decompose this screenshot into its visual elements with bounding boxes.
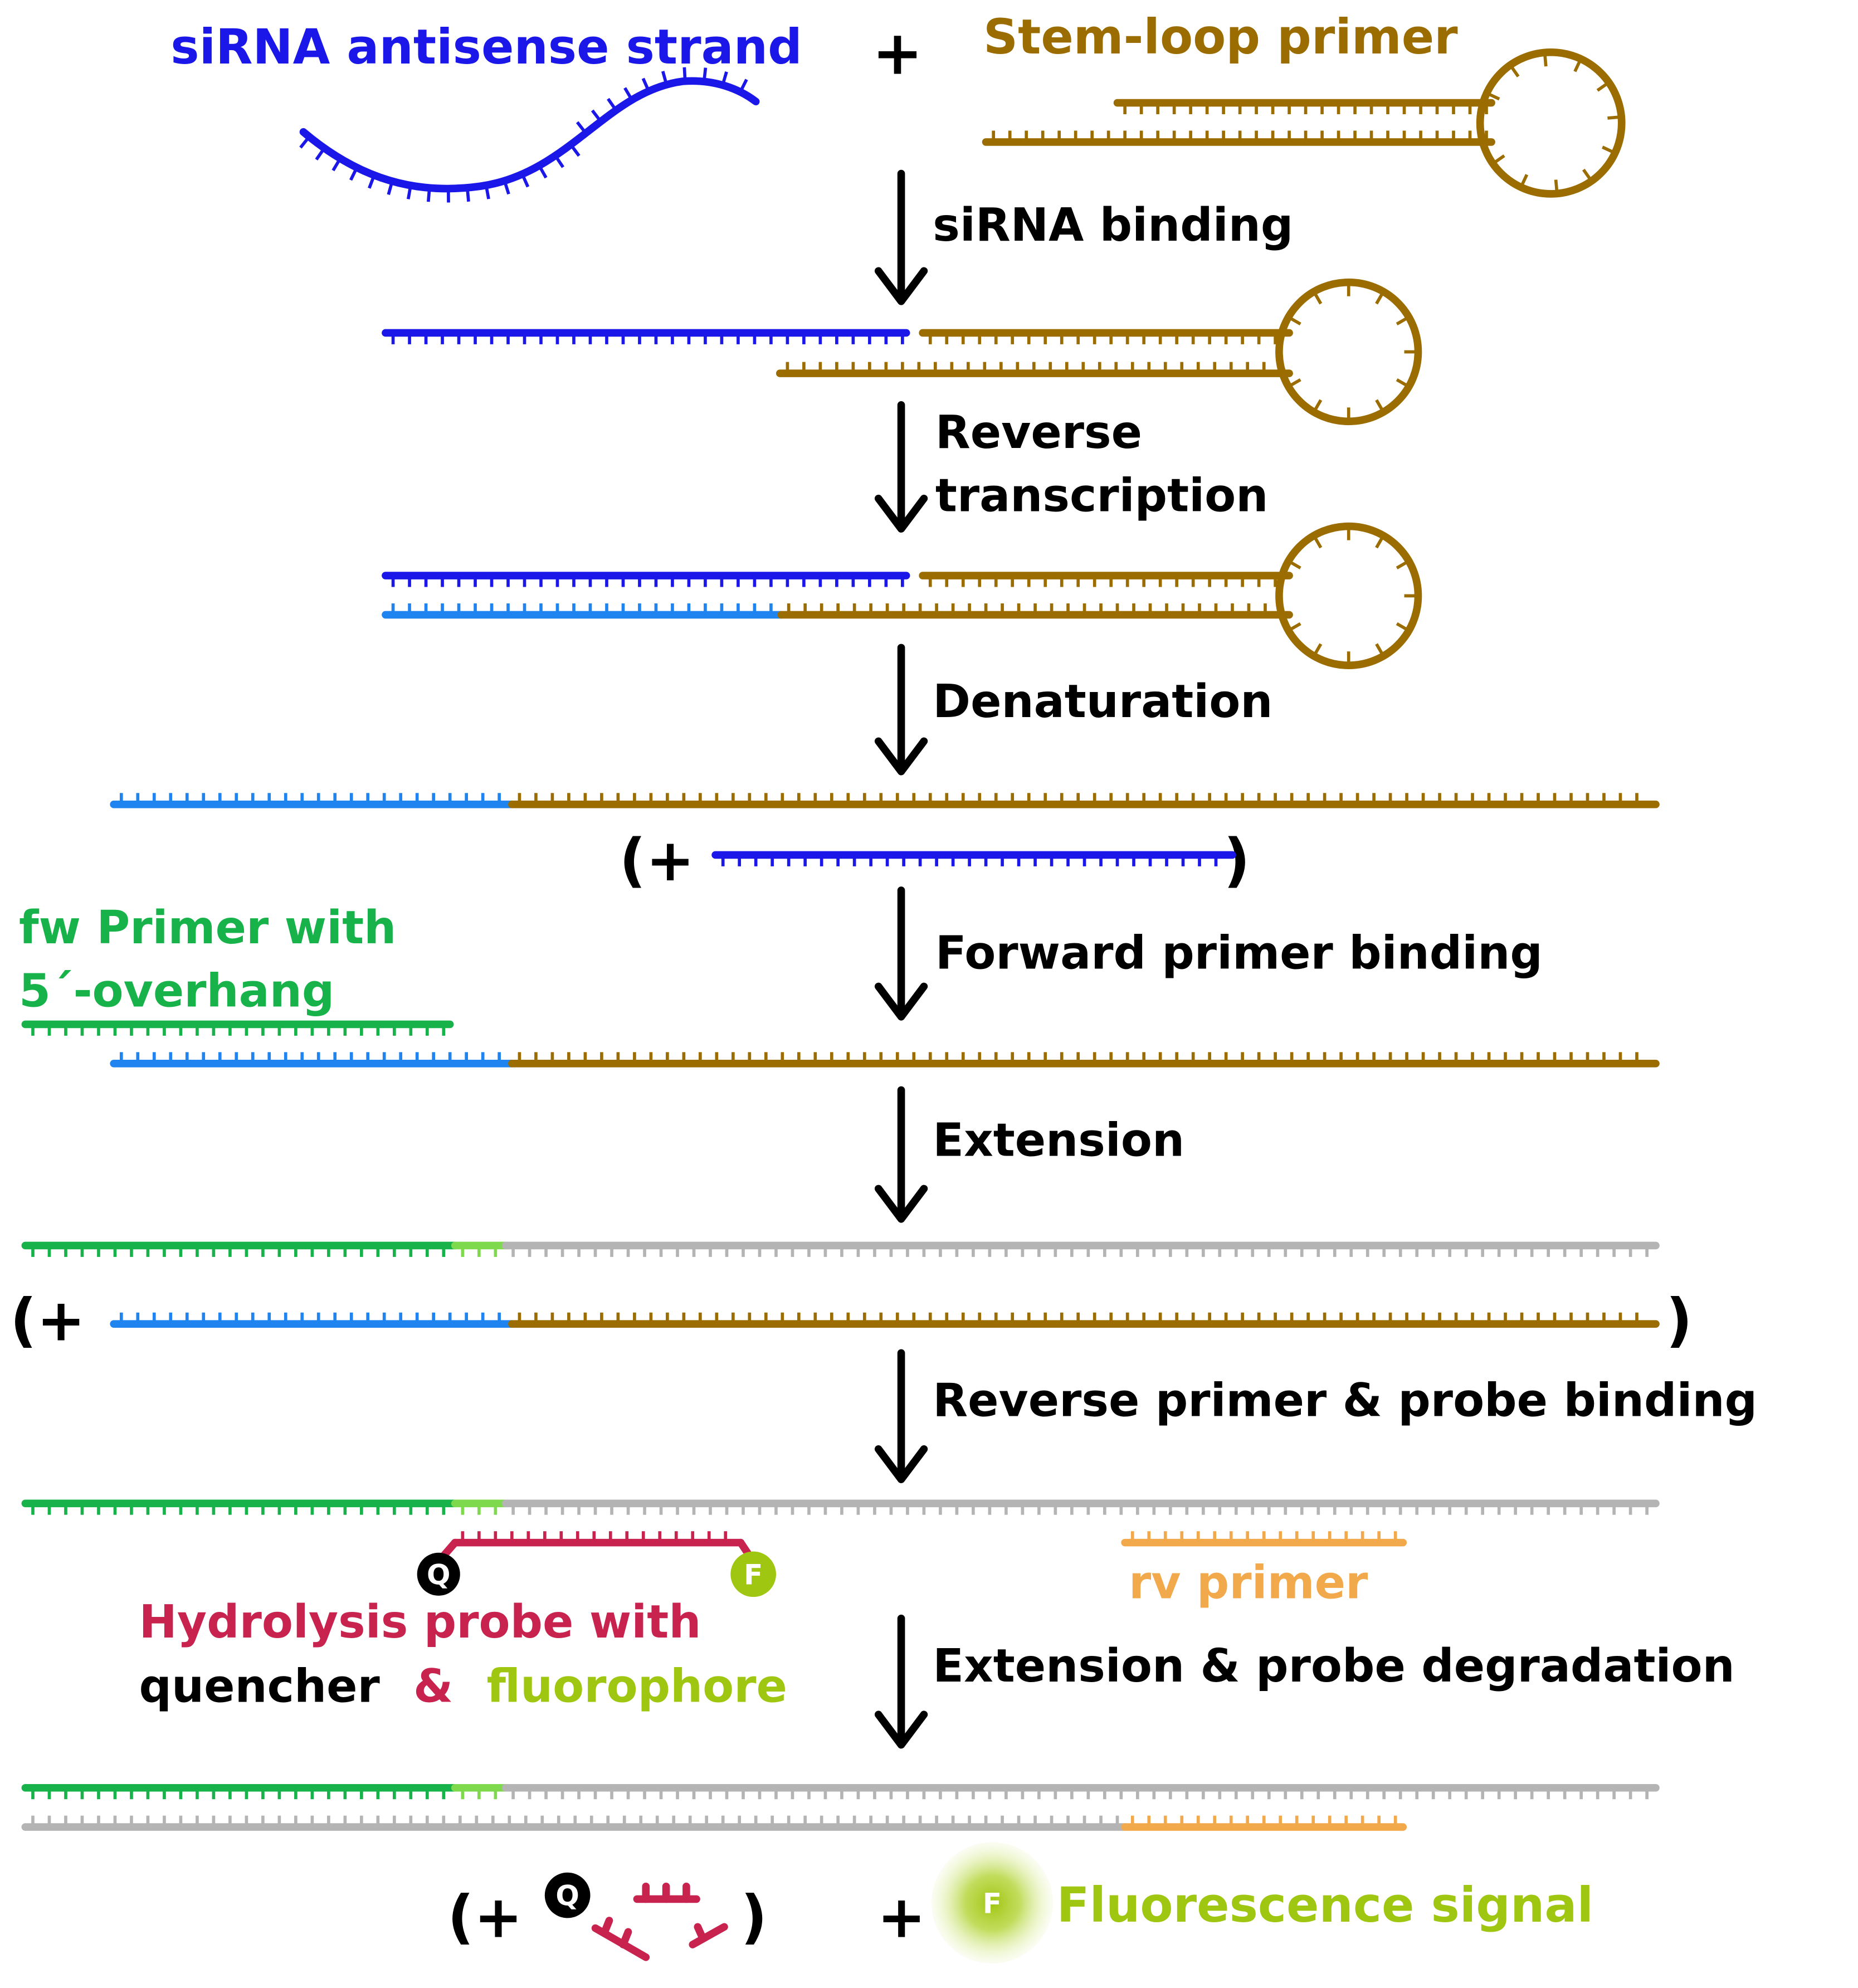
cdna-denat <box>110 793 516 808</box>
arrow-down-icon <box>874 401 928 533</box>
paren-open-plus-final: (+ <box>447 1883 523 1951</box>
stemloop-ext <box>508 1312 1660 1328</box>
sirna-rt-strand <box>382 572 910 587</box>
stem-loop-rt <box>1275 522 1422 669</box>
step-label-transcription: transcription <box>935 469 1269 522</box>
final-rv-extended <box>1121 1815 1407 1831</box>
step-label-sirna-binding: siRNA binding <box>933 199 1293 252</box>
hydrolysis-probe <box>451 1531 745 1547</box>
paren-open-plus-ext: (+ <box>10 1287 85 1354</box>
step-label-extension: Extension <box>933 1114 1184 1167</box>
probe-label-fluorophore: fluorophore <box>486 1660 787 1713</box>
arrow-down-icon <box>874 644 928 776</box>
rvbind-green <box>21 1499 459 1515</box>
stemloop-denat <box>508 793 1660 808</box>
fw-ext-green <box>21 1241 459 1257</box>
free-quencher-letter: Q <box>555 1880 579 1912</box>
cdna-ext <box>110 1312 516 1328</box>
arrow-down-icon <box>874 1086 928 1223</box>
rv-primer-bound <box>1121 1531 1407 1547</box>
stemloop-fwbind <box>508 1052 1660 1068</box>
sirna-antisense-strand-curve <box>299 67 760 203</box>
probe-label-line2: quencher & fluorophore <box>139 1660 787 1713</box>
sirna-free-denat <box>711 851 1236 866</box>
final-light <box>451 1784 510 1800</box>
glow-fluorophore-letter: F <box>983 1887 1002 1919</box>
step-label-reverse-primer-probe-binding: Reverse primer & probe binding <box>933 1375 1757 1427</box>
quencher-marker: Q <box>417 1552 460 1596</box>
step-label-denaturation: Denaturation <box>933 675 1272 728</box>
quencher-letter: Q <box>427 1558 450 1591</box>
fluorophore-letter: F <box>744 1558 763 1591</box>
probe-label-line1: Hydrolysis probe with <box>139 1596 701 1649</box>
stem-loop-bound-upper <box>919 329 1293 344</box>
stem-loop-bound-lower <box>776 362 1293 377</box>
stem-loop-primer-label: Stem-loop primer <box>983 9 1458 65</box>
arrow-down-icon <box>874 1614 928 1749</box>
final-grey-upper <box>501 1784 1660 1800</box>
fw-ext-light <box>451 1241 510 1257</box>
step-label-forward-primer-binding: Forward primer binding <box>935 927 1543 980</box>
rvbind-grey <box>501 1499 1660 1515</box>
plus-sign-top: + <box>872 17 923 88</box>
sirna-bound-strand <box>382 329 910 344</box>
arrow-down-icon <box>874 169 928 305</box>
step-label-reverse: Reverse <box>935 406 1142 459</box>
paren-open-plus-denat: (+ <box>620 826 695 894</box>
stem-loop-rt-upper <box>919 572 1293 587</box>
cdna-rt-strand <box>382 603 785 619</box>
fluorescence-signal-label: Fluorescence signal <box>1057 1878 1593 1933</box>
probe-label-amp: & <box>413 1660 453 1713</box>
paren-close-ext: ) <box>1666 1287 1693 1354</box>
stem-loop-primer-top-lower <box>982 130 1495 146</box>
final-grey-lower <box>21 1815 1129 1831</box>
stem-loop-bound <box>1275 278 1422 426</box>
arrow-down-icon <box>874 886 928 1021</box>
paren-close-final: ) <box>740 1883 767 1951</box>
stem-loop-primer-top-upper <box>1113 99 1495 114</box>
process-arrows <box>874 169 928 1749</box>
degraded-probe-fragments <box>591 1882 728 1961</box>
cdna-fwbind <box>110 1052 516 1068</box>
fluorescence-glow: F <box>932 1842 1053 1964</box>
stem-loop-rt-lower <box>777 603 1293 619</box>
step-label-extension-probe-degradation: Extension & probe degradation <box>933 1640 1734 1693</box>
fw-primer-bound <box>21 1020 454 1036</box>
sirna-antisense-label: siRNA antisense strand <box>170 20 802 75</box>
fw-ext-grey <box>501 1241 1660 1257</box>
fw-primer-label-line2: 5´-overhang <box>19 965 334 1018</box>
arrow-down-icon <box>874 1349 928 1483</box>
paren-close-denat: ) <box>1223 826 1250 894</box>
fluorophore-marker: F <box>730 1551 776 1597</box>
rv-primer-label: rv primer <box>1129 1556 1368 1609</box>
stem-loop-base-ticks <box>1288 52 1622 666</box>
final-green <box>21 1784 459 1800</box>
free-quencher-marker: Q <box>544 1872 591 1918</box>
fw-primer-label-line1: fw Primer with <box>19 902 396 954</box>
stem-loop-top <box>1476 48 1626 198</box>
probe-label-quencher: quencher <box>139 1660 381 1713</box>
rvbind-light <box>451 1499 510 1515</box>
plus-sign-final: + <box>877 1883 925 1951</box>
